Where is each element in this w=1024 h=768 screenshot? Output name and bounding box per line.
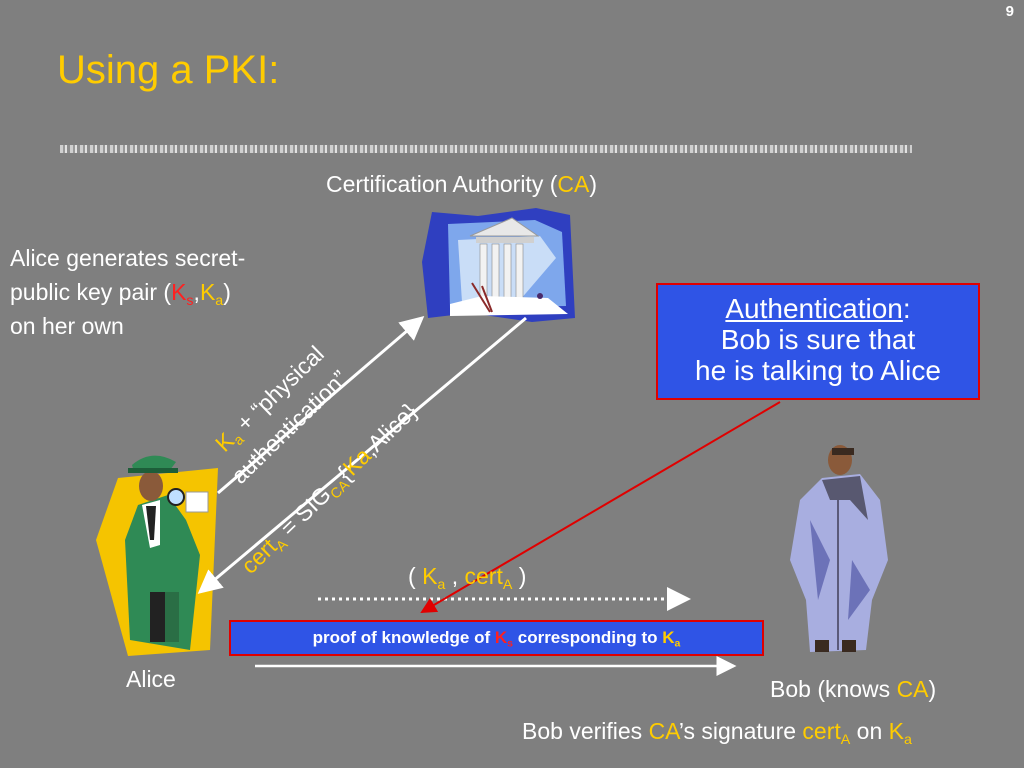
alice-to-ca-arrow <box>217 316 425 495</box>
slide-number: 9 <box>1005 3 1014 20</box>
title-divider <box>60 145 912 153</box>
bob-label: Bob (knows CA) <box>770 676 937 702</box>
alice-label: Alice <box>126 666 176 692</box>
bob-verifies-note: Bob verifies CA’s signature certA on Ka <box>522 718 912 748</box>
alice-key-note: Alice generates secret- public key pair … <box>10 245 246 339</box>
ca-to-alice-arrow <box>197 316 527 594</box>
proof-box: proof of knowledge of Ks corresponding t… <box>229 620 764 656</box>
ca-label: Certification Authority (CA) <box>326 171 597 197</box>
slide-title: Using a PKI: <box>57 48 280 92</box>
authentication-box: Authentication: Bob is sure that he is t… <box>656 283 980 400</box>
message-label: ( Ka , certA ) <box>408 563 527 593</box>
auth-pointer-arrow <box>420 401 781 614</box>
